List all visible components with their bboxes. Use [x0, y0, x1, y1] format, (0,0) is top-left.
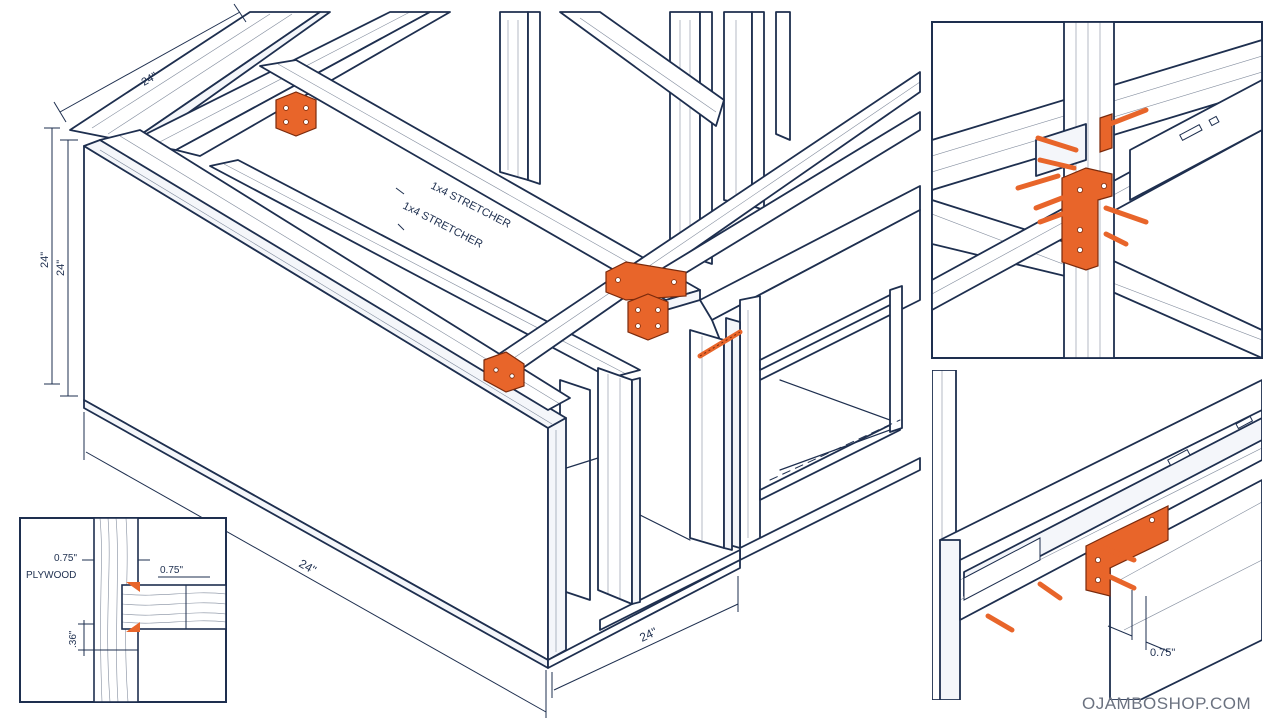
- interior-dividers: [559, 329, 733, 605]
- section-material-label: PLYWOOD: [26, 570, 76, 581]
- corner-bracket-middle-upper: [605, 261, 687, 301]
- cabinet-assembly: 1x4 STRETCHER 1x4 STRETCHER 24" 24" 24" …: [39, 3, 921, 718]
- section-gap-label: .36": [68, 630, 79, 648]
- svg-text:0.75": 0.75": [1150, 647, 1175, 659]
- dimension-width: 24": [551, 576, 739, 698]
- drawer-slide-icon: [963, 415, 1262, 601]
- joint-detail-panel: [931, 21, 1263, 359]
- corner-bracket-front: [483, 351, 525, 393]
- wood-screw-icon: [985, 545, 1137, 633]
- svg-text:24": 24": [297, 556, 319, 577]
- slide-detail-panel: 0.75": [932, 370, 1262, 700]
- svg-text:24": 24": [55, 260, 67, 276]
- watermark: OJAMBOSHOP.COM: [1082, 694, 1252, 713]
- wood-screw-icon: [697, 329, 743, 359]
- wood-screw-icon: [1015, 107, 1149, 247]
- drawer-slide-icon: [1129, 79, 1262, 201]
- corner-bracket-middle-lower: [627, 293, 669, 341]
- stretcher-rails: [209, 59, 921, 379]
- svg-text:24": 24": [637, 625, 659, 645]
- back-frame: [499, 11, 791, 265]
- section-thickness-label: 0.75": [54, 553, 77, 564]
- dimension-slide-offset: 0.75": [1107, 590, 1175, 659]
- section-rail-label: 0.75": [160, 565, 183, 576]
- right-drawer-bay: [599, 185, 921, 631]
- corner-bracket-icon: [1061, 113, 1113, 271]
- corner-bracket-top-back: [275, 91, 317, 137]
- cross-section-panel: 0.75" PLYWOOD 0.75" .36": [19, 517, 227, 703]
- dimension-height: 24" 24": [39, 127, 78, 397]
- front-side-panel: [83, 139, 741, 669]
- svg-text:24": 24": [39, 252, 51, 268]
